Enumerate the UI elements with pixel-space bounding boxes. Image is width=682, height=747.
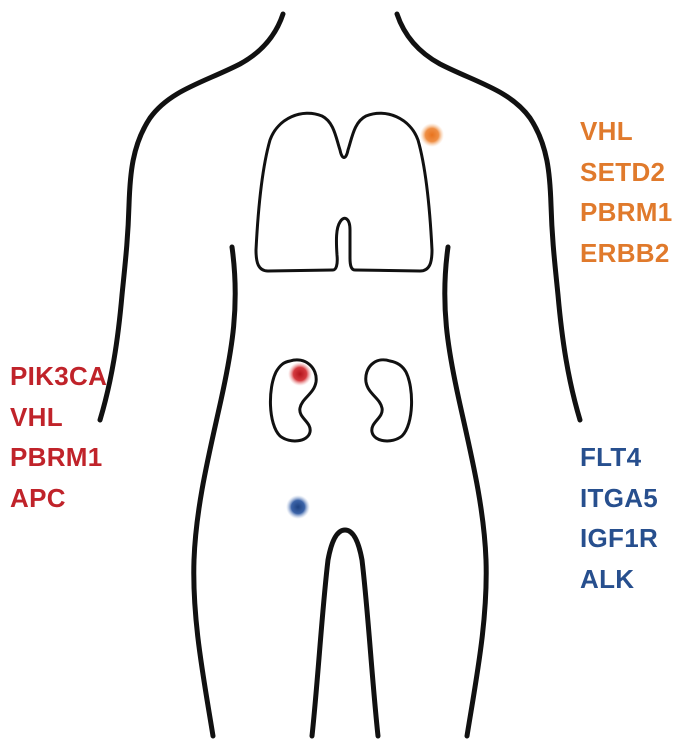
kidney-gene-label: APC xyxy=(10,478,107,519)
kidney-gene-label: PIK3CA xyxy=(10,356,107,397)
body-outline-right xyxy=(397,14,580,420)
lung-gene-label: SETD2 xyxy=(580,152,673,193)
kidney-gene-label: VHL xyxy=(10,397,107,438)
body-outline-left xyxy=(100,14,283,420)
pelvis-gene-label: IGF1R xyxy=(580,518,658,559)
body-outline-inner-legs xyxy=(312,530,378,736)
pelvis-gene-label: ALK xyxy=(580,559,658,600)
body-outline-right-torso xyxy=(445,247,486,736)
kidney-marker-dot xyxy=(288,362,312,386)
pelvis-gene-label: FLT4 xyxy=(580,437,658,478)
kidney-gene-label: PBRM1 xyxy=(10,437,107,478)
lung-marker-dot xyxy=(420,123,444,147)
lungs-outline xyxy=(256,113,432,271)
pelvis-gene-label: ITGA5 xyxy=(580,478,658,519)
lung-gene-label: PBRM1 xyxy=(580,192,673,233)
kidney-right-outline xyxy=(366,360,412,441)
lung-gene-label: VHL xyxy=(580,111,673,152)
pelvis-marker-dot xyxy=(286,495,310,519)
body-outline-left-torso xyxy=(194,247,235,736)
lung-gene-label: ERBB2 xyxy=(580,233,673,274)
